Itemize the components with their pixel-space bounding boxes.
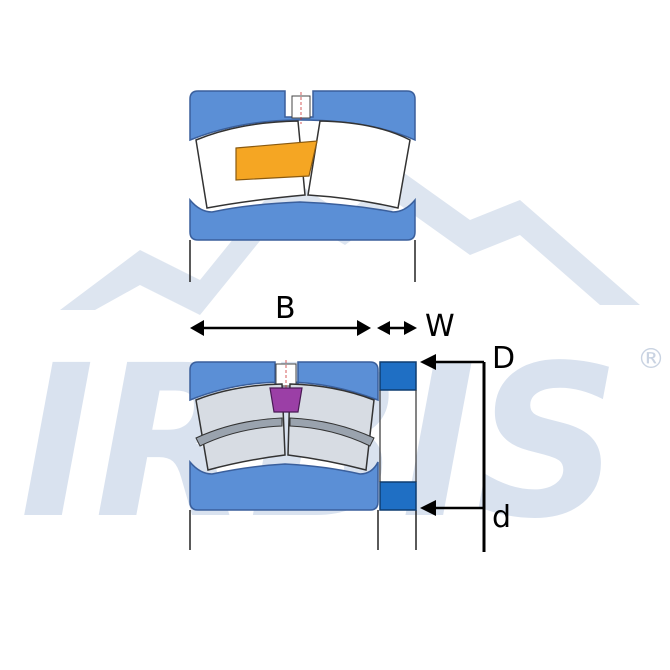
- b-arrow-left: [190, 320, 204, 336]
- label-d: d: [492, 500, 511, 535]
- label-D: D: [492, 341, 515, 376]
- bottom-left-cage-bar: [195, 417, 283, 447]
- w-arrow-right: [404, 321, 417, 335]
- dimension-arrows-top: B W: [190, 291, 455, 344]
- bottom-purple-cage: [269, 387, 303, 413]
- label-B: B: [275, 291, 296, 326]
- top-bearing: [189, 90, 416, 282]
- b-arrow-right: [357, 320, 371, 336]
- top-orange-cage: [235, 140, 318, 181]
- dimension-arrows-right: D d: [420, 341, 515, 552]
- seal-block-inner: [379, 481, 417, 511]
- seal-block-outer: [379, 361, 417, 391]
- w-arrow-left: [377, 321, 390, 335]
- d-arrow-head: [420, 500, 436, 516]
- bottom-right-cage-bar: [289, 417, 375, 447]
- bottom-inner-ring: [189, 459, 379, 511]
- top-right-roller: [307, 120, 411, 209]
- D-arrow-head: [420, 354, 436, 370]
- watermark-registered: ®: [637, 342, 665, 375]
- mountain-logo-shape: [60, 170, 640, 315]
- label-W: W: [425, 309, 455, 344]
- top-inner-ring: [189, 197, 416, 241]
- bottom-bearing: [189, 360, 417, 550]
- top-outer-ring: [189, 90, 416, 142]
- bottom-outer-ring: [189, 361, 379, 402]
